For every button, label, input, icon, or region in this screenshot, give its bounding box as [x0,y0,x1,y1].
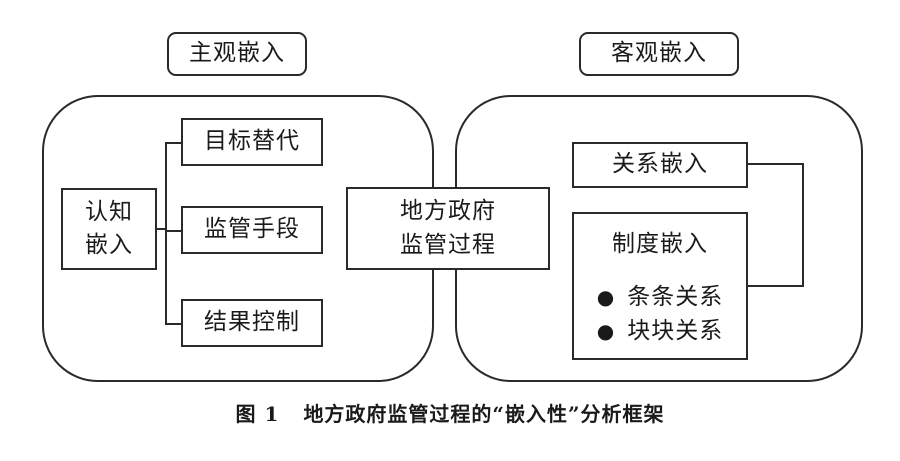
connector-relation-right [746,163,804,165]
regulatory-means-label: 监管手段 [204,216,300,243]
result-control-box: 结果控制 [181,299,323,347]
local-government-line-2: 监管过程 [400,231,496,258]
relation-embedding-label: 关系嵌入 [612,151,708,178]
figure-caption-text: 地方政府监管过程的“嵌入性”分析框架 [303,402,665,426]
relation-embedding-box: 关系嵌入 [572,142,748,188]
cognitive-embedding-line-2: 嵌入 [85,232,133,258]
connector-right-vertical [802,163,804,287]
goal-substitution-label: 目标替代 [204,128,300,155]
figure-caption: 图 1 地方政府监管过程的“嵌入性”分析框架 [0,398,900,427]
regulatory-means-box: 监管手段 [181,206,323,254]
institution-embedding-title: 制度嵌入 [612,231,708,257]
local-government-line-1: 地方政府 [400,198,496,225]
cognitive-embedding-line-1: 认知 [85,198,133,225]
connector-cognitive-to-trunk [156,228,167,230]
connector-institution-right [746,285,804,287]
connector-to-regulatory-means [165,230,182,232]
institution-embedding-box: 制度嵌入 ● 条条关系 ● 块块关系 [572,212,748,360]
connector-to-goal-substitution [165,142,182,144]
figure-number: 图 1 [235,402,280,426]
bullet-item-vertical-relations: ● 条条关系 [597,281,723,314]
bullet-horizontal-relations-label: 块块关系 [627,317,724,344]
goal-substitution-box: 目标替代 [181,118,323,166]
local-government-regulation-box: 地方政府 监管过程 [346,187,550,270]
institution-embedding-bullet-list: ● 条条关系 ● 块块关系 [597,281,723,348]
subjective-embedding-header-label: 主观嵌入 [189,40,285,67]
cognitive-embedding-box: 认知 嵌入 [61,188,157,270]
bullet-item-horizontal-relations: ● 块块关系 [597,315,723,348]
result-control-label: 结果控制 [204,309,300,336]
connector-trunk-vertical [165,142,167,325]
bullet-dot-icon: ● [596,318,616,343]
connector-to-result-control [165,323,182,325]
objective-embedding-header-label: 客观嵌入 [611,40,707,67]
objective-embedding-header: 客观嵌入 [579,32,739,76]
subjective-embedding-header: 主观嵌入 [167,32,307,76]
bullet-vertical-relations-label: 条条关系 [627,284,724,311]
bullet-dot-icon: ● [596,285,616,310]
